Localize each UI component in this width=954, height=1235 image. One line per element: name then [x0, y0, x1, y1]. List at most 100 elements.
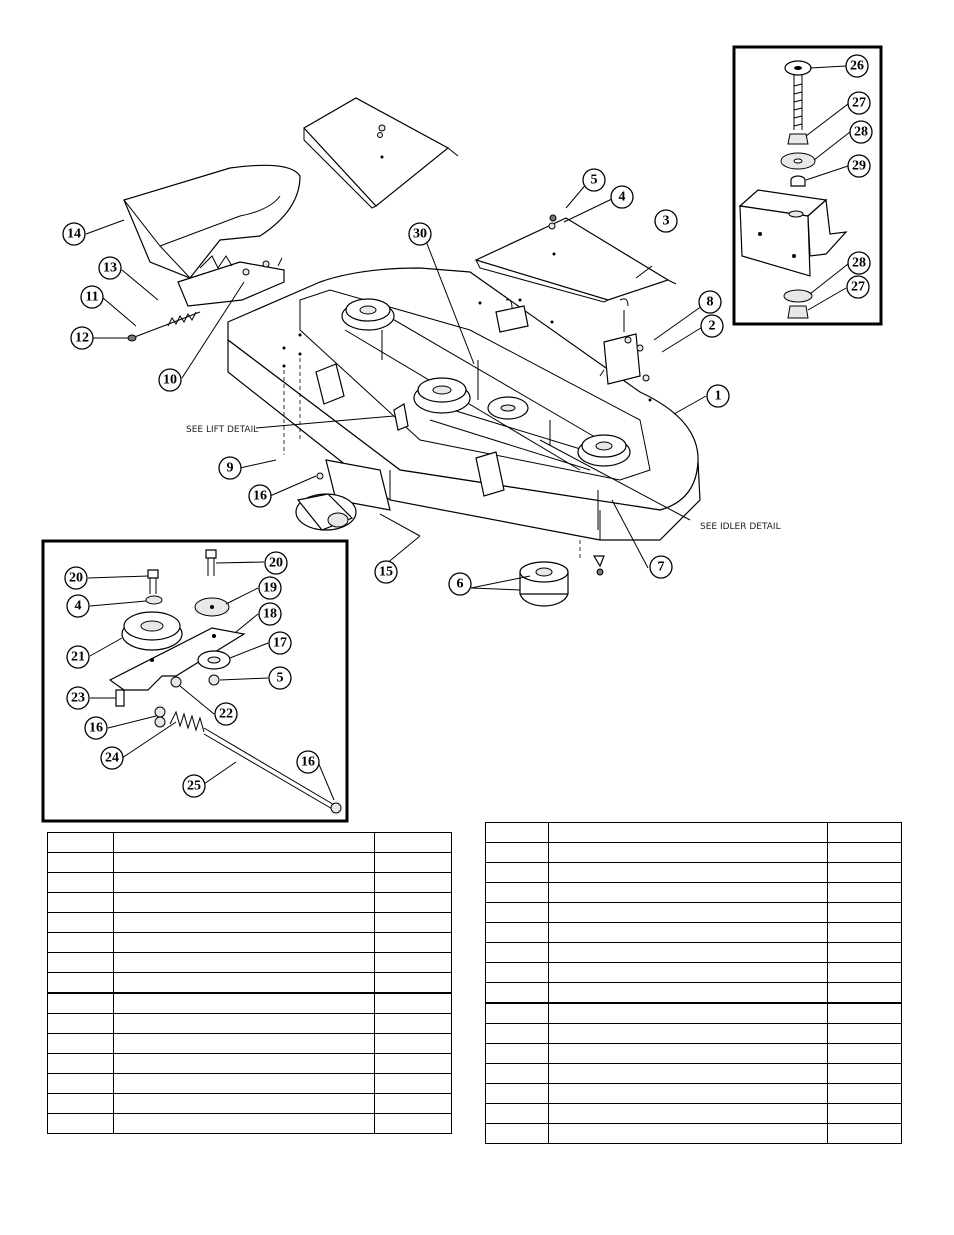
svg-text:11: 11	[85, 290, 98, 305]
callout-9: 9	[218, 456, 242, 480]
table-cell	[112, 1073, 376, 1094]
table-cell	[547, 922, 829, 943]
table-cell	[827, 1063, 902, 1084]
table-row	[47, 892, 452, 913]
svg-text:5: 5	[277, 671, 284, 686]
table-cell	[47, 992, 114, 1014]
table-cell	[827, 862, 902, 883]
see-idler-detail-label: SEE IDLER DETAIL	[700, 522, 781, 532]
svg-text:8: 8	[707, 295, 714, 310]
callout-6: 6	[448, 572, 472, 596]
table-cell	[47, 1033, 114, 1054]
table-row	[485, 842, 902, 863]
svg-text:27: 27	[851, 280, 865, 295]
callout-10: 10	[158, 368, 182, 392]
table-cell	[374, 912, 452, 933]
callout-1: 1	[706, 384, 730, 408]
table-cell	[374, 992, 452, 1014]
chute-spring-rod	[127, 311, 201, 342]
table-cell	[827, 902, 902, 923]
table-cell	[827, 962, 902, 983]
table-cell	[47, 892, 114, 913]
table-cell	[827, 1103, 902, 1124]
table-row	[47, 972, 452, 994]
table-cell	[47, 852, 114, 873]
svg-text:20: 20	[269, 556, 283, 571]
parts-table-left	[47, 832, 452, 1134]
table-cell	[112, 1113, 376, 1134]
svg-text:15: 15	[379, 565, 393, 580]
svg-text:16: 16	[89, 721, 103, 736]
table-cell	[47, 872, 114, 893]
callout-inset-18: 18	[258, 602, 282, 626]
callout-lift-27a: 27	[847, 91, 871, 115]
table-cell	[47, 972, 114, 994]
parts-table-right	[485, 822, 902, 1144]
table-cell	[112, 1013, 376, 1034]
callout-5: 5	[582, 168, 606, 192]
svg-text:16: 16	[301, 755, 315, 770]
svg-text:20: 20	[69, 571, 83, 586]
table-row	[485, 942, 902, 963]
svg-text:25: 25	[187, 779, 201, 794]
callout-12: 12	[70, 326, 94, 350]
table-cell	[47, 1093, 114, 1114]
table-cell	[112, 872, 376, 893]
table-cell	[827, 822, 902, 843]
table-cell	[485, 1002, 549, 1024]
table-cell	[112, 1053, 376, 1074]
table-cell	[547, 862, 829, 883]
table-cell	[374, 832, 452, 853]
discharge-chute	[123, 164, 301, 307]
callout-inset-4: 4	[66, 594, 90, 618]
svg-text:7: 7	[658, 560, 665, 575]
table-row	[47, 1073, 452, 1094]
table-cell	[47, 832, 114, 853]
svg-text:13: 13	[103, 261, 117, 276]
table-cell	[827, 1043, 902, 1064]
callout-2: 2	[700, 314, 724, 338]
callout-inset-16a: 16	[84, 716, 108, 740]
table-row	[485, 1063, 902, 1084]
table-cell	[485, 1123, 549, 1144]
table-cell	[485, 962, 549, 983]
table-cell	[547, 1083, 829, 1104]
svg-text:17: 17	[273, 636, 287, 651]
gauge-wheel-left	[295, 472, 421, 537]
table-row	[47, 1013, 452, 1034]
callout-lift-27b: 27	[846, 275, 870, 299]
table-cell	[827, 922, 902, 943]
table-cell	[112, 952, 376, 973]
table-cell	[827, 1123, 902, 1144]
svg-text:28: 28	[854, 125, 868, 140]
svg-text:3: 3	[663, 214, 670, 229]
table-cell	[827, 942, 902, 963]
svg-text:21: 21	[71, 650, 85, 665]
callout-lift-28b: 28	[847, 251, 871, 275]
table-cell	[547, 1123, 829, 1144]
table-row	[47, 872, 452, 893]
callout-lift-28a: 28	[849, 120, 873, 144]
table-row	[47, 852, 452, 873]
callout-30: 30	[408, 222, 432, 246]
table-row	[47, 1093, 452, 1114]
table-cell	[547, 1063, 829, 1084]
svg-text:2: 2	[709, 319, 716, 334]
table-cell	[112, 832, 376, 853]
svg-text:18: 18	[263, 607, 277, 622]
table-row	[485, 1043, 902, 1064]
table-cell	[112, 892, 376, 913]
svg-text:24: 24	[105, 751, 119, 766]
svg-text:29: 29	[852, 159, 866, 174]
table-cell	[485, 982, 549, 1004]
table-cell	[47, 912, 114, 933]
callout-inset-19: 19	[258, 576, 282, 600]
svg-text:4: 4	[619, 190, 626, 205]
callout-inset-20b: 20	[64, 566, 88, 590]
lift-bracket	[505, 298, 650, 385]
see-lift-detail-label: SEE LIFT DETAIL	[186, 425, 258, 435]
callout-inset-25: 25	[182, 774, 206, 798]
table-cell	[374, 972, 452, 994]
svg-text:27: 27	[852, 96, 866, 111]
